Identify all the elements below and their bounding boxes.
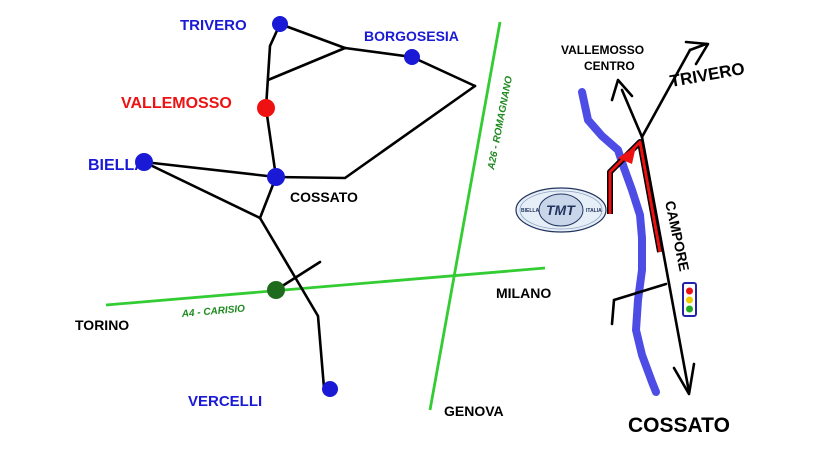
town-dot-borgosesia bbox=[404, 49, 420, 65]
highway-a4 bbox=[105, 266, 546, 307]
junction-dot-carisio bbox=[267, 281, 285, 299]
road-a26-cossato bbox=[274, 84, 477, 180]
logo-left-text: BIELLA bbox=[521, 208, 539, 214]
label-highway-a26: A26 - ROMAGNANO bbox=[486, 75, 515, 172]
road-to-trivero bbox=[640, 48, 692, 139]
label-detail-cossato: COSSATO bbox=[628, 414, 730, 437]
road-biella-cossato bbox=[142, 160, 278, 179]
traffic-light-icon bbox=[682, 282, 697, 317]
road-to-vallemosso bbox=[620, 88, 644, 139]
detail-map: VALLEMOSSO CENTRO TRIVERO CAMPORE COSSAT… bbox=[561, 40, 746, 437]
label-vallemosso: VALLEMOSSO bbox=[121, 95, 232, 112]
logo-right-text: ITALIA bbox=[586, 208, 602, 214]
road-junction-vercelli bbox=[258, 216, 326, 390]
label-milano: MILANO bbox=[496, 285, 551, 301]
road-trivero-junction bbox=[278, 22, 347, 50]
road-vallemosso-cossato bbox=[264, 106, 278, 179]
river bbox=[578, 88, 660, 396]
label-genova: GENOVA bbox=[444, 403, 504, 419]
road-biella-junction bbox=[142, 160, 262, 220]
road-trivero-vallemosso bbox=[264, 22, 282, 110]
label-campore: CAMPORE bbox=[662, 199, 693, 272]
label-vercelli: VERCELLI bbox=[188, 393, 262, 410]
logo-text: TMT bbox=[546, 202, 576, 218]
label-highway-a4: A4 - CARISIO bbox=[180, 303, 245, 320]
label-vallemosso-line1: VALLEMOSSO bbox=[561, 43, 644, 57]
arrow-vallemosso-icon bbox=[610, 78, 634, 102]
road-triangle bbox=[266, 46, 347, 82]
town-dot-trivero bbox=[272, 16, 288, 32]
town-dot-biella bbox=[135, 153, 153, 171]
arrow-trivero-icon bbox=[684, 40, 710, 66]
town-dot-vercelli bbox=[322, 381, 338, 397]
label-torino: TORINO bbox=[75, 317, 129, 333]
town-dot-vallemosso bbox=[257, 99, 275, 117]
town-dot-cossato bbox=[267, 168, 285, 186]
tmt-logo: TMT BIELLA ITALIA bbox=[515, 187, 607, 233]
highway-a26 bbox=[428, 21, 502, 411]
road-campore-side bbox=[610, 282, 668, 326]
label-borgosesia: BORGOSESIA bbox=[364, 28, 459, 44]
label-biella: BIELLA bbox=[88, 157, 146, 174]
label-vallemosso-line2: CENTRO bbox=[584, 59, 635, 73]
road-main-cossato bbox=[640, 135, 691, 394]
label-trivero: TRIVERO bbox=[180, 17, 247, 34]
label-detail-trivero: TRIVERO bbox=[668, 59, 746, 91]
label-cossato: COSSATO bbox=[290, 189, 358, 205]
road-network bbox=[142, 22, 477, 390]
arrow-cossato-icon bbox=[672, 362, 696, 396]
overview-map: TRIVERO BORGOSESIA VALLEMOSSO BIELLA COS… bbox=[75, 16, 551, 419]
destination-marker-icon bbox=[618, 146, 636, 164]
road-to-trivero-arrow bbox=[688, 42, 708, 52]
